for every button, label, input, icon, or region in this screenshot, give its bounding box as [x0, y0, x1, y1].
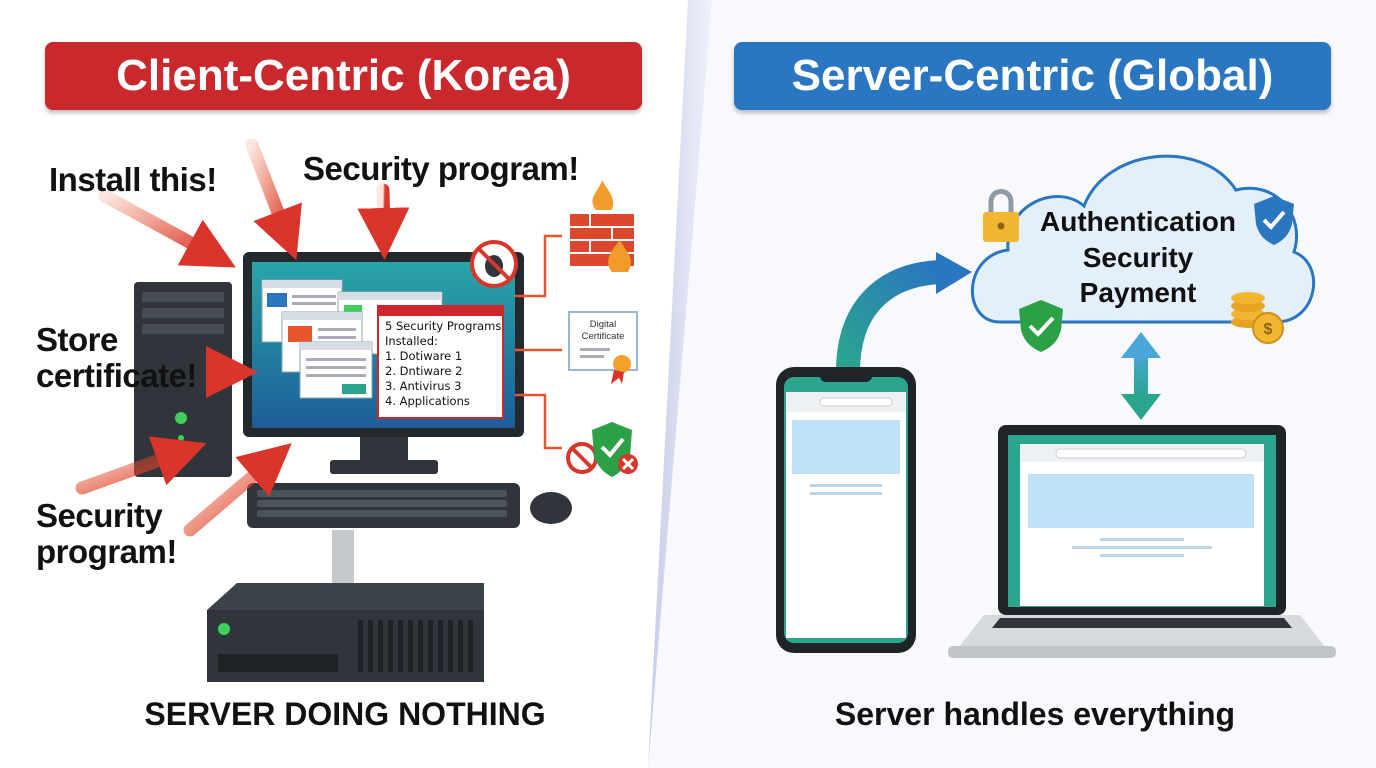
laptop	[948, 425, 1336, 658]
left-footer-caption: SERVER DOING NOTHING	[144, 696, 546, 732]
svg-text:$: $	[1264, 321, 1273, 338]
certificate-label-line2: Certificate	[581, 331, 625, 342]
desktop-base-unit	[207, 530, 484, 682]
popup-line-5: 3. Antivirus 3	[385, 379, 462, 393]
security-program-bottom-callout-line2: program!	[36, 533, 177, 570]
security-programs-popup	[377, 305, 504, 419]
popup-line-2: Installed:	[385, 334, 438, 348]
cloud-label-security: Security	[1082, 242, 1194, 273]
firewall-icon	[570, 180, 634, 272]
cloud-label-payment: Payment	[1079, 277, 1197, 308]
keyboard	[247, 483, 520, 528]
popup-line-4: 2. Dntiware 2	[385, 364, 463, 378]
mouse	[530, 492, 572, 524]
security-program-bottom-callout-line1: Security	[36, 497, 163, 534]
green-shield-icon	[1019, 300, 1063, 352]
cloud-laptop-double-arrow	[1121, 332, 1161, 420]
smartphone	[776, 367, 916, 653]
cloud-label-authentication: Authentication	[1040, 206, 1236, 237]
client-centric-banner: Client-Centric (Korea)	[45, 42, 642, 110]
popup-line-3: 1. Dotiware 1	[385, 349, 463, 363]
blue-shield-icon	[1254, 196, 1294, 245]
popup-line-1: 5 Security Programs	[385, 319, 502, 333]
right-footer-caption: Server handles everything	[834, 696, 1236, 732]
shield-check-icon	[566, 422, 638, 477]
no-bug-icon	[470, 240, 518, 288]
server-centric-banner: Server-Centric (Global)	[734, 42, 1331, 110]
install-callout: Install this!	[49, 161, 217, 198]
security-program-top-callout: Security program!	[303, 150, 579, 187]
tower-pc	[134, 282, 232, 477]
lock-icon	[983, 189, 1019, 242]
phone-to-cloud-arrow	[836, 252, 972, 373]
icon-connectors	[515, 234, 562, 450]
coins-icon: $	[1231, 292, 1284, 344]
callout-arrows	[75, 138, 410, 537]
certificate-label-line1: Digital	[589, 319, 617, 330]
screen-windows	[261, 279, 443, 399]
popup-line-6: 4. Applications	[385, 394, 470, 408]
store-certificate-callout-line2: certificate!	[36, 357, 197, 394]
store-certificate-callout-line1: Store	[36, 321, 118, 358]
digital-certificate-icon	[568, 311, 638, 384]
server-cloud	[970, 154, 1316, 324]
